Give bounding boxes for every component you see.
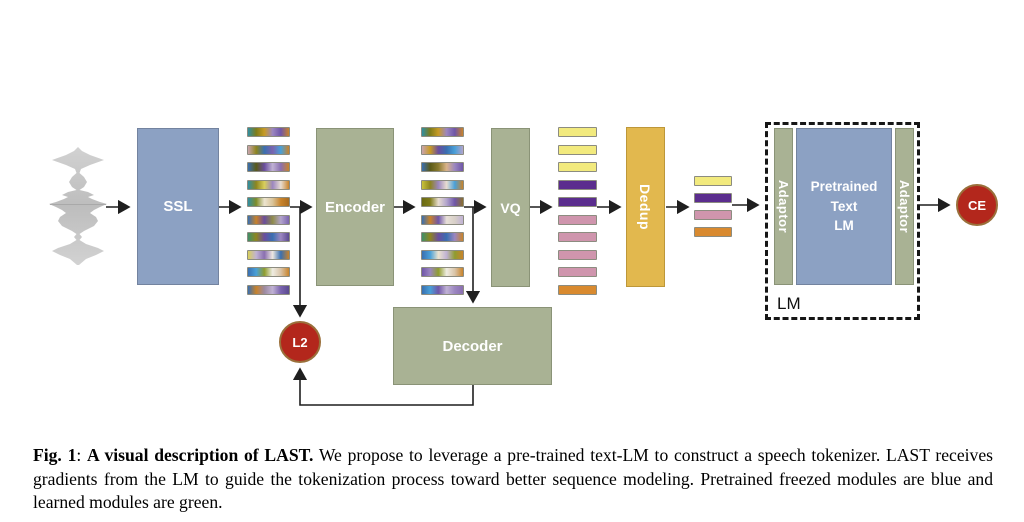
waveform-icon xyxy=(49,147,107,265)
embedding-bar xyxy=(247,214,290,225)
embedding-bar xyxy=(247,267,290,277)
adaptor-right-label: Adaptor xyxy=(897,179,912,234)
caption-separator: : xyxy=(76,444,87,465)
ce-loss-label: CE xyxy=(967,197,987,213)
embedding-bar xyxy=(247,179,290,190)
dedup-block: Dedup xyxy=(626,127,665,287)
encoder-label: Encoder xyxy=(324,198,385,216)
architecture-diagram: SSL Encoder VQ Dedup LM Adaptor Pretrain… xyxy=(49,122,998,406)
lm-group-box: LM xyxy=(765,122,920,320)
lm-group-label: LM xyxy=(777,294,801,313)
adaptor-left-label: Adaptor xyxy=(776,179,791,234)
ce-loss-node: CE xyxy=(956,184,998,226)
caption-body: We propose to leverage a pre-trained tex… xyxy=(33,444,993,513)
ssl-block: SSL xyxy=(137,128,219,285)
l2-loss-node: L2 xyxy=(279,321,321,363)
embedding-bar xyxy=(247,284,290,295)
token-bar xyxy=(558,232,597,242)
embedding-bar xyxy=(421,267,464,277)
token-bar xyxy=(694,176,732,186)
token-bar xyxy=(558,179,597,190)
figure-caption: Fig. 1: A visual description of LAST. We… xyxy=(33,444,993,516)
ssl-embedding-stack xyxy=(247,127,290,295)
dedup-token-stack xyxy=(694,176,732,237)
embedding-bar xyxy=(421,249,464,260)
pretrained-lm-block: Pretrained Text LM xyxy=(796,128,892,285)
embedding-bar xyxy=(421,162,464,172)
embedding-bar xyxy=(421,214,464,225)
embedding-bar xyxy=(247,197,290,207)
vq-token-stack xyxy=(558,127,597,295)
dedup-label: Dedup xyxy=(637,183,654,231)
connector-arrows xyxy=(106,197,951,406)
embedding-bar xyxy=(247,249,290,260)
token-bar xyxy=(558,249,597,260)
token-bar xyxy=(558,127,597,137)
embedding-bar xyxy=(421,179,464,190)
token-bar xyxy=(694,210,732,220)
token-bar xyxy=(558,267,597,277)
embedding-bar xyxy=(421,232,464,242)
embedding-bar xyxy=(247,232,290,242)
adaptor-right-block: Adaptor xyxy=(895,128,914,285)
token-bar xyxy=(558,214,597,225)
token-bar xyxy=(694,193,732,203)
pretrained-lm-label: Pretrained Text LM xyxy=(810,179,878,234)
token-bar xyxy=(558,197,597,207)
embedding-bar xyxy=(247,127,290,137)
embedding-bar xyxy=(421,144,464,155)
l2-loss-label: L2 xyxy=(292,334,308,350)
vq-block: VQ xyxy=(491,128,530,287)
token-bar xyxy=(694,227,732,237)
vq-label: VQ xyxy=(500,199,521,216)
embedding-bar xyxy=(247,162,290,172)
decoder-label: Decoder xyxy=(442,337,503,355)
decoder-block: Decoder xyxy=(393,307,552,385)
token-bar xyxy=(558,144,597,155)
token-bar xyxy=(558,284,597,295)
embedding-bar xyxy=(421,284,464,295)
encoder-embedding-stack xyxy=(421,127,464,295)
caption-figure-label: Fig. 1 xyxy=(33,444,77,465)
token-bar xyxy=(558,162,597,172)
encoder-block: Encoder xyxy=(316,128,394,286)
embedding-bar xyxy=(421,197,464,207)
caption-title: A visual description of LAST. xyxy=(87,444,314,465)
ssl-label: SSL xyxy=(163,198,193,215)
adaptor-left-block: Adaptor xyxy=(774,128,793,285)
embedding-bar xyxy=(247,144,290,155)
embedding-bar xyxy=(421,127,464,137)
